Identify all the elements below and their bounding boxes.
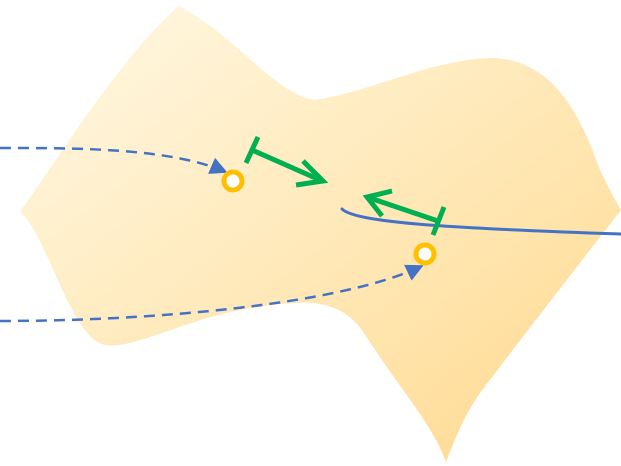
endpoint-marker-lower — [413, 242, 437, 266]
direction-vector-upper — [243, 135, 329, 188]
endpoint-marker-upper — [221, 169, 245, 193]
solid-trajectory — [340, 207, 621, 236]
dashed-trajectory-upper — [0, 146, 228, 174]
dashed-trajectory-lower — [0, 264, 424, 323]
direction-vector-lower — [362, 188, 447, 236]
shaded-region — [20, 6, 621, 462]
